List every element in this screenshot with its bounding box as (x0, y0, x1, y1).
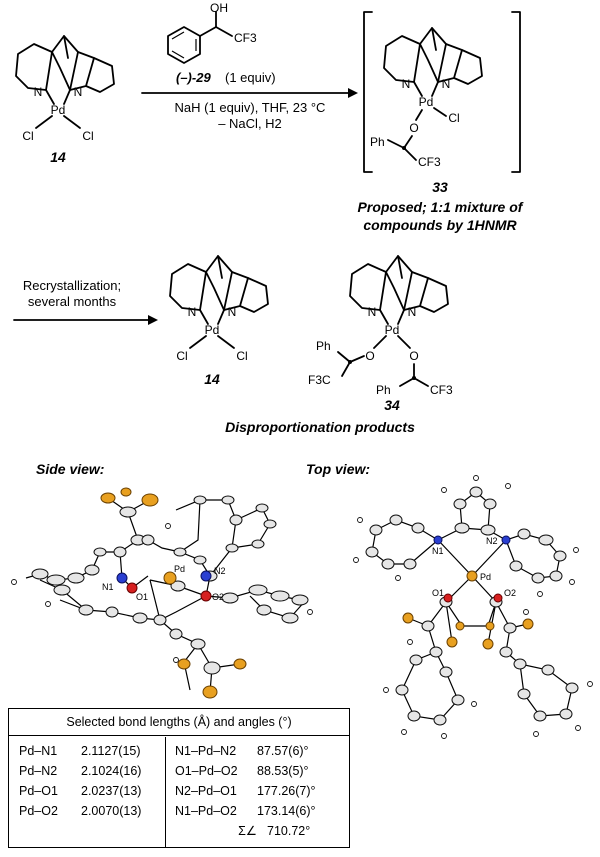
top-view-ortep: N1 N2 Pd O1 O2 (353, 475, 593, 739)
svg-text:N: N (402, 77, 411, 91)
table-divider (165, 737, 166, 847)
svg-text:Cl: Cl (236, 349, 247, 363)
conditions-line1: NaH (1 equiv), THF, 23 °C (175, 100, 326, 115)
intermediate-33: N N Pd O Cl Ph CF3 (370, 27, 483, 169)
atom-n-left: N (34, 85, 43, 99)
atom-n-right: N (74, 85, 83, 99)
top-label-pd: Pd (480, 572, 491, 582)
svg-text:Pd: Pd (419, 95, 434, 109)
svg-text:Cl: Cl (448, 111, 459, 125)
compound-label-34: 34 (384, 397, 400, 413)
svg-text:CF3: CF3 (418, 155, 441, 169)
reagent-29-structure: OH CF3 (167, 1, 257, 64)
top-label-o1: O1 (432, 588, 444, 598)
svg-text:Ph: Ph (316, 339, 331, 353)
svg-text:Cl: Cl (176, 349, 187, 363)
products-caption: Disproportionation products (225, 419, 415, 435)
svg-text:F3C: F3C (308, 373, 331, 387)
product-34: N N Pd O O Ph F3C Ph CF3 (308, 255, 453, 397)
svg-text:CF3: CF3 (430, 383, 453, 397)
intermediate-note-2: compounds by 1HNMR (363, 217, 517, 233)
step2-line1: Recrystallization; (23, 278, 121, 293)
atom-cf3-reagent: CF3 (234, 31, 257, 45)
top-label-n2: N2 (486, 536, 498, 546)
svg-text:Ph: Ph (370, 135, 385, 149)
svg-text:N: N (408, 305, 417, 319)
reactant-14: N N Pd Cl Cl (15, 35, 115, 143)
intermediate-note-1: Proposed; 1:1 mixture of (358, 199, 524, 215)
top-label-n1: N1 (432, 546, 444, 556)
svg-text:O: O (365, 349, 374, 363)
svg-text:Ph: Ph (376, 383, 391, 397)
atom-cl-left: Cl (22, 129, 33, 143)
brackets (363, 11, 521, 173)
side-label-o1: O1 (136, 592, 148, 602)
svg-text:Pd: Pd (385, 323, 400, 337)
side-label-n2: N2 (214, 566, 226, 576)
compound-label-33: 33 (432, 179, 448, 195)
step2-line2: several months (28, 294, 117, 309)
compound-label-14-product: 14 (204, 371, 220, 387)
side-view-ortep: N1 N2 Pd O1 O2 (11, 487, 313, 699)
svg-text:N: N (188, 305, 197, 319)
svg-text:N: N (442, 77, 451, 91)
svg-text:O: O (409, 349, 418, 363)
reagent-equiv: (1 equiv) (225, 70, 276, 85)
reagent-label: (–)-29 (176, 70, 211, 85)
bond-data-table: Selected bond lengths (Å) and angles (°)… (8, 708, 350, 848)
svg-text:Pd: Pd (205, 323, 220, 337)
svg-text:O: O (409, 121, 418, 135)
side-label-o2: O2 (212, 592, 224, 602)
top-view-title: Top view: (306, 461, 370, 477)
side-label-pd: Pd (174, 564, 185, 574)
conditions-line2: – NaCl, H2 (218, 116, 282, 131)
product-14: N N Pd Cl Cl (169, 255, 269, 363)
table-title: Selected bond lengths (Å) and angles (°) (9, 709, 349, 736)
svg-text:N: N (228, 305, 237, 319)
atom-oh: OH (210, 1, 228, 15)
table-row: Σ∠710.72° (238, 824, 311, 838)
svg-text:N: N (368, 305, 377, 319)
atom-pd: Pd (51, 103, 66, 117)
atom-cl-right: Cl (82, 129, 93, 143)
compound-label-14: 14 (50, 149, 66, 165)
side-label-n1: N1 (102, 582, 114, 592)
top-label-o2: O2 (504, 588, 516, 598)
side-view-title: Side view: (36, 461, 104, 477)
